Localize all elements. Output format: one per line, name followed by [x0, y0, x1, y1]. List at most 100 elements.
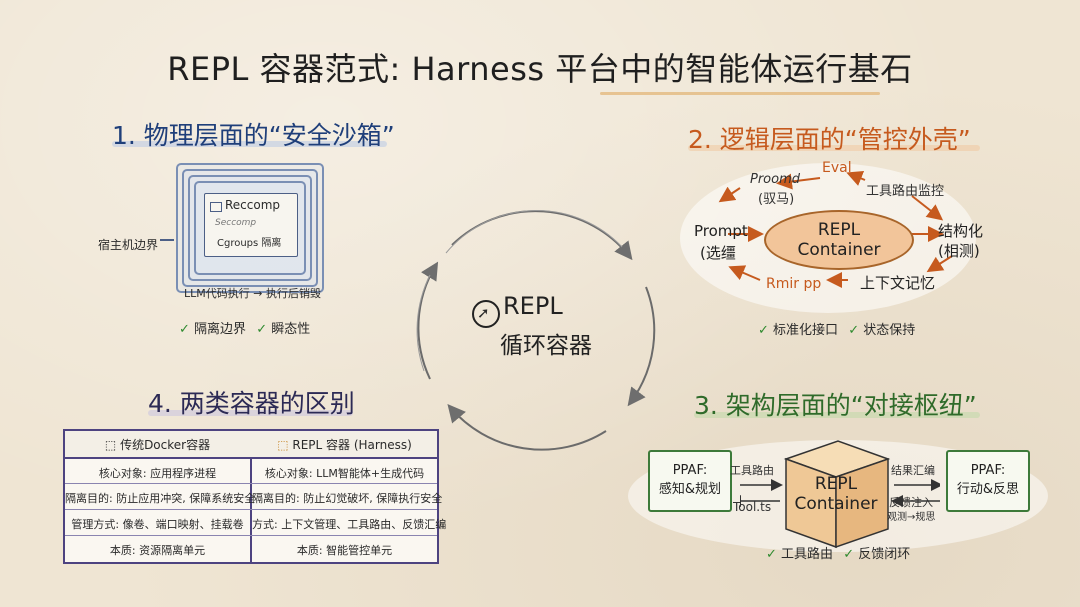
tool-route-label: 工具路由 [730, 464, 774, 477]
yuma-label: (驭马) [758, 192, 795, 207]
control-cycle-arrows [718, 171, 953, 288]
section3-checks: ✓ 工具路由 ✓ 反馈闭环 [766, 543, 910, 562]
title-underline [600, 92, 880, 95]
table-cell: 核心对象: 应用程序进程 [98, 467, 217, 480]
page-title: REPL 容器范式: Harness 平台中的智能体运行基石 [167, 50, 913, 88]
loop-arrow-icon: ➚ [472, 300, 500, 328]
card-line3: Cgroups 隔离 [217, 238, 282, 249]
section1-underline [112, 141, 387, 147]
observe-label: 观测→规思 [887, 512, 936, 523]
card-line1: Reccomp [225, 198, 281, 212]
arrow [718, 186, 741, 203]
arrow [846, 171, 866, 186]
table-cell: 核心对象: LLM智能体+生成代码 [264, 467, 425, 480]
proomd-label: Proomd [750, 172, 801, 187]
prompt-label: Prompt [694, 222, 748, 240]
arrow-right-icon [160, 239, 174, 241]
section2-checks: ✓ 标准化接口 ✓ 状态保持 [758, 319, 915, 338]
rmir-label: Rmir pp [766, 276, 822, 292]
table-cell: 隔离目的: 防止幻觉破坏, 保障执行安全 [252, 492, 443, 505]
sandbox-diagram: Reccomp Seccomp Cgroups 隔离 [176, 163, 324, 293]
cube-icon: ⬚ [277, 438, 289, 452]
result-agg-label: 结果汇编 [891, 464, 935, 477]
check-label: 工具路由 [781, 547, 834, 562]
structured-sub-label: (相测) [938, 242, 980, 260]
arrow [728, 265, 761, 281]
section3-underline [694, 412, 980, 418]
table-row: 管理方式: 像卷、端口映射、挂载卷 方式: 上下文管理、工具路由、反馈汇编 [65, 509, 447, 536]
cube-right [835, 457, 889, 549]
check-icon: ✓ [766, 547, 777, 562]
section4-underline [148, 410, 353, 416]
context-memory-label: 上下文记忆 [860, 274, 936, 292]
check-label: 瞬态性 [271, 322, 311, 337]
sandbox-card: Reccomp Seccomp Cgroups 隔离 [204, 193, 298, 257]
ppaf-action-box: PPAF: 行动&反思 [946, 450, 1030, 512]
section2-underline [688, 145, 980, 151]
arrow [447, 403, 607, 451]
table-header-row: ⬚ 传统Docker容器 ⬚ REPL 容器 (Harness) [65, 431, 437, 457]
table-cell: 本质: 资源隔离单元 [109, 544, 206, 557]
window-icon [210, 202, 222, 212]
feedback-label: 反馈注入 [889, 496, 933, 509]
host-boundary-label: 宿主机边界 [98, 238, 159, 252]
repl-cube [740, 440, 940, 549]
ppaf-perception-box: PPAF: 感知&规划 [648, 450, 732, 512]
table-row: 本质: 资源隔离单元 本质: 智能管控单元 [65, 535, 437, 562]
tool-monitor-label: 工具路由监控 [866, 184, 945, 199]
arrow [926, 255, 953, 273]
check-icon: ✓ [758, 323, 769, 338]
table-divider [250, 431, 252, 562]
table-header-docker-label: 传统Docker容器 [120, 438, 211, 452]
arrow [417, 261, 439, 380]
check-label: 隔离边界 [194, 322, 247, 337]
ppaf-right-line1: PPAF: [970, 463, 1006, 478]
table-cell: 方式: 上下文管理、工具路由、反馈汇编 [252, 518, 447, 531]
card-line2: Seccomp [215, 218, 257, 228]
table-header-repl: ⬚ REPL 容器 (Harness) [252, 436, 437, 453]
cube-line1: REPL [814, 474, 858, 494]
section4-title: 4. 两类容器的区别 [148, 389, 355, 418]
arrow [627, 286, 656, 407]
prompt-sub-label: (选缰 [700, 244, 736, 262]
ppaf-left-line2: 感知&规划 [658, 482, 722, 497]
section3-title: 3. 架构层面的“对接枢纽” [694, 391, 977, 420]
ppaf-right-line2: 行动&反思 [956, 482, 1020, 497]
table-cell: 本质: 智能管控单元 [296, 544, 393, 557]
ppaf-left-line1: PPAF: [672, 463, 708, 478]
container-line1: REPL [817, 220, 861, 240]
structured-label: 结构化 [938, 222, 984, 240]
check-label: 标准化接口 [773, 323, 839, 338]
center-title-line1: REPL [503, 292, 563, 320]
cube-icon: ⬚ [104, 438, 117, 452]
comparison-table: ⬚ 传统Docker容器 ⬚ REPL 容器 (Harness) 核心对象: 应… [63, 429, 447, 564]
llm-exec-label: LLM代码执行 → 执行后销毁 [184, 287, 321, 300]
cube-label: REPL Container [786, 474, 886, 514]
cube-line2: Container [794, 494, 878, 514]
center-title-line2: 循环容器 [500, 333, 592, 359]
arrow [451, 210, 633, 261]
table-row: 隔离目的: 防止应用冲突, 保障系统安全 隔离目的: 防止幻觉破坏, 保障执行安… [65, 483, 443, 510]
check-icon: ✓ [256, 322, 268, 337]
section2-title: 2. 逻辑层面的“管控外壳” [688, 125, 971, 154]
table-row: 核心对象: 应用程序进程 核心对象: LLM智能体+生成代码 [65, 457, 437, 485]
center-cycle-arrows [416, 210, 656, 451]
section1-checks: ✓ 隔离边界 ✓ 瞬态性 [179, 318, 310, 337]
check-label: 状态保持 [863, 323, 916, 338]
table-cell: 管理方式: 像卷、端口映射、挂载卷 [71, 518, 244, 531]
arrow-shadow [445, 210, 623, 254]
table-header-docker: ⬚ 传统Docker容器 [65, 436, 250, 453]
check-icon: ✓ [848, 323, 860, 338]
table-cell: 隔离目的: 防止应用冲突, 保障系统安全 [65, 492, 256, 505]
tool-ts-label: Tool.ts [733, 500, 772, 514]
arrow [776, 173, 821, 190]
container-line2: Container [797, 240, 881, 260]
repl-container-node: REPL Container [764, 210, 914, 270]
eval-label: Eval [822, 160, 852, 176]
arrow-shadow [416, 274, 431, 372]
check-icon: ✓ [843, 547, 855, 562]
section1-title: 1. 物理层面的“安全沙箱” [112, 121, 395, 150]
check-label: 反馈闭环 [858, 547, 911, 562]
arrow [911, 195, 944, 221]
table-header-repl-label: REPL 容器 (Harness) [292, 438, 412, 452]
